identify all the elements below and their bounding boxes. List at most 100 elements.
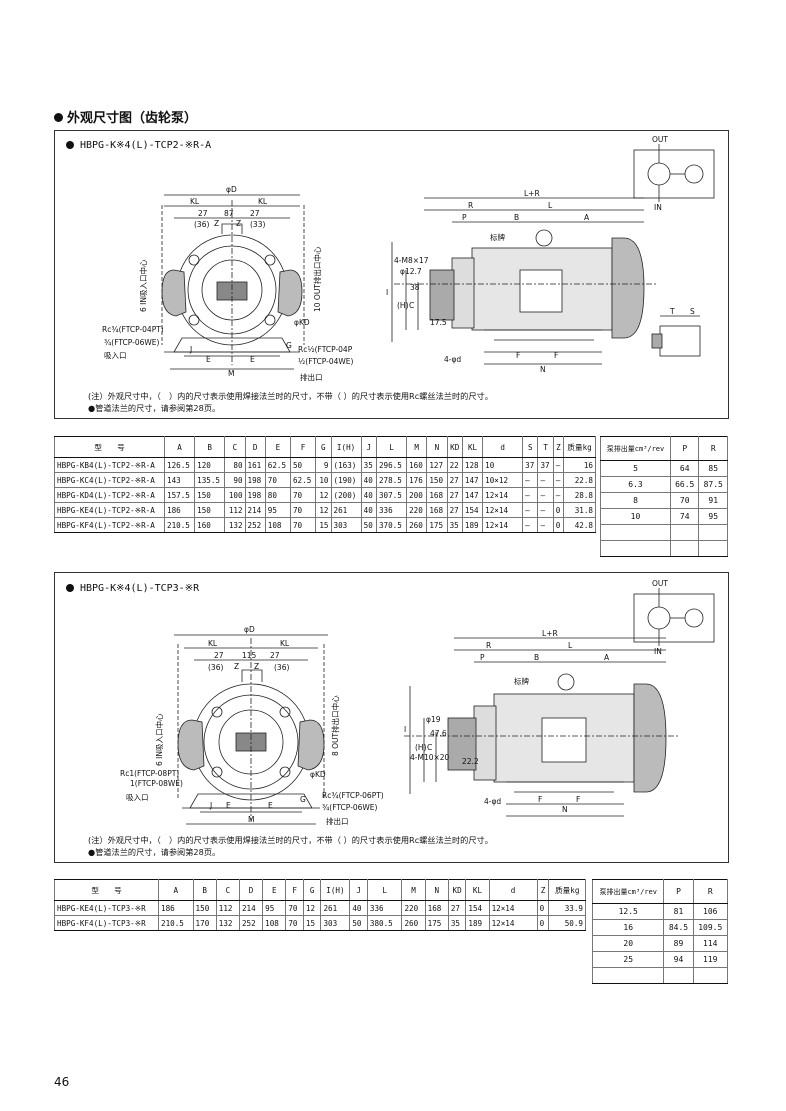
cell: 10 — [315, 472, 332, 488]
dim-27-left: 27 — [198, 209, 208, 218]
dim-N: N — [540, 365, 546, 374]
col-header: S — [522, 436, 539, 458]
figure-1-title: HBPG-K※4(L)-TCP2-※R-A — [66, 140, 211, 151]
dim-B: B — [514, 213, 519, 222]
cell: 91 — [698, 492, 728, 509]
cell-model: HBPG-KE4(L)-TCP3-※R — [54, 900, 159, 916]
dim-E-left: E — [206, 355, 211, 364]
cell: 12 — [315, 487, 332, 503]
cell: 70 — [285, 900, 304, 916]
dim-22-2: 22.2 — [462, 757, 479, 766]
cell: 40 — [360, 487, 377, 503]
cell: 16 — [563, 457, 596, 473]
col-header: I(H) — [330, 436, 362, 458]
cell: 12×14 — [488, 900, 538, 916]
col-header: C — [215, 879, 240, 901]
dim-phiKD: φKD — [310, 770, 326, 779]
cell: 50.9 — [548, 915, 586, 931]
table-row — [600, 540, 728, 557]
dim-J: J — [209, 801, 212, 810]
cell: 12×14 — [482, 487, 524, 503]
col-header: D — [244, 436, 266, 458]
cell — [669, 540, 700, 557]
cell — [698, 540, 728, 557]
table-row: HBPG-KC4(L)-TCP2-※R-A 143 135.5 90 198 7… — [54, 472, 596, 488]
figure-1-title-text: HBPG-K※4(L)-TCP2-※R-A — [80, 140, 212, 151]
dim-KL-left: KL — [190, 197, 200, 206]
cell: 35 — [360, 457, 377, 473]
cell: 12.5 — [591, 903, 665, 920]
cell: 35 — [446, 517, 463, 533]
spec-table-2: 型 号 A B C D E F G I(H) J L M N KD KL d Z… — [54, 879, 586, 931]
table-row: HBPG-KE4(L)-TCP2-※R-A 186 150 112 214 95… — [54, 502, 596, 518]
cell: 108 — [262, 915, 287, 931]
dim-phiKD: φKD — [294, 318, 310, 327]
dim-87: 87 — [224, 209, 234, 218]
cell — [692, 967, 729, 984]
cell: 85 — [698, 460, 728, 477]
cell: 15 — [315, 517, 332, 533]
dim-27-left: 27 — [214, 651, 224, 660]
cell: 22 — [446, 457, 463, 473]
col-header: 质量kg — [563, 436, 596, 458]
col-header: B — [194, 436, 226, 458]
dim-KL-right: KL — [258, 197, 268, 206]
dim-N: N — [562, 805, 568, 814]
cell: – — [537, 517, 554, 533]
label-out-port: 排出口 — [326, 816, 349, 826]
cell: 220 — [406, 502, 428, 518]
col-header: 质量kg — [548, 879, 586, 901]
cell: 150 — [426, 472, 448, 488]
section-title: 外观尺寸图（齿轮泵） — [54, 107, 197, 126]
dim-27-right: 27 — [270, 651, 280, 660]
cell: 214 — [244, 502, 266, 518]
col-header: C — [224, 436, 246, 458]
col-header: R — [698, 436, 728, 461]
dim-C: C — [427, 743, 432, 752]
cell: 40 — [360, 502, 377, 518]
symbol-in: IN — [654, 647, 662, 656]
col-header: I(H) — [320, 879, 351, 901]
label-in-alt: ¾(FTCP-06WE) — [104, 338, 160, 347]
cell: 70 — [289, 487, 317, 503]
cell: 16 — [591, 919, 665, 936]
cell-model: HBPG-KE4(L)-TCP2-※R-A — [54, 502, 165, 518]
dim-36: (36) — [194, 220, 209, 229]
col-header: R — [692, 879, 729, 904]
cell: 40 — [360, 472, 377, 488]
bullet-icon — [54, 113, 63, 122]
col-header: 泵排出量cm³/rev — [600, 436, 671, 461]
dim-I: I — [404, 725, 406, 734]
col-header: F — [285, 879, 304, 901]
col-header: T — [537, 436, 554, 458]
bullet-icon — [66, 141, 74, 149]
table-header-row: 泵排出量cm³/rev P R — [600, 436, 728, 461]
cell: 94 — [663, 951, 694, 968]
cell: 303 — [320, 915, 351, 931]
col-header: B — [192, 879, 217, 901]
cell: 81 — [663, 903, 694, 920]
bullet-icon — [66, 584, 74, 592]
col-header: 型 号 — [54, 879, 159, 901]
cell: – — [552, 472, 565, 488]
cell: 10 — [600, 508, 671, 525]
dim-F-right: F — [576, 795, 580, 804]
dim-27-right: 27 — [250, 209, 260, 218]
cell: 40 — [349, 900, 368, 916]
cell: 106 — [692, 903, 729, 920]
cell: 189 — [461, 517, 484, 533]
label-4-phid: 4-φd — [484, 797, 501, 806]
cell: 5 — [600, 460, 671, 477]
cell: 109.5 — [692, 919, 729, 936]
col-header: 泵排出量cm³/rev — [591, 879, 665, 904]
col-header: KD — [446, 436, 463, 458]
cell: 112 — [224, 502, 246, 518]
col-header: KD — [447, 879, 467, 901]
cell: 70 — [289, 502, 317, 518]
dim-I: I — [386, 288, 388, 297]
cell: 147 — [461, 472, 484, 488]
figure-2-note-2: ●管道法兰的尺寸，请参阅第28页。 — [88, 847, 221, 857]
table-header-row: 型 号 A B C D E F G I(H) J L M N KD KL d S… — [54, 436, 596, 458]
cell: 157.5 — [163, 487, 196, 503]
dim-G: G — [300, 795, 306, 804]
